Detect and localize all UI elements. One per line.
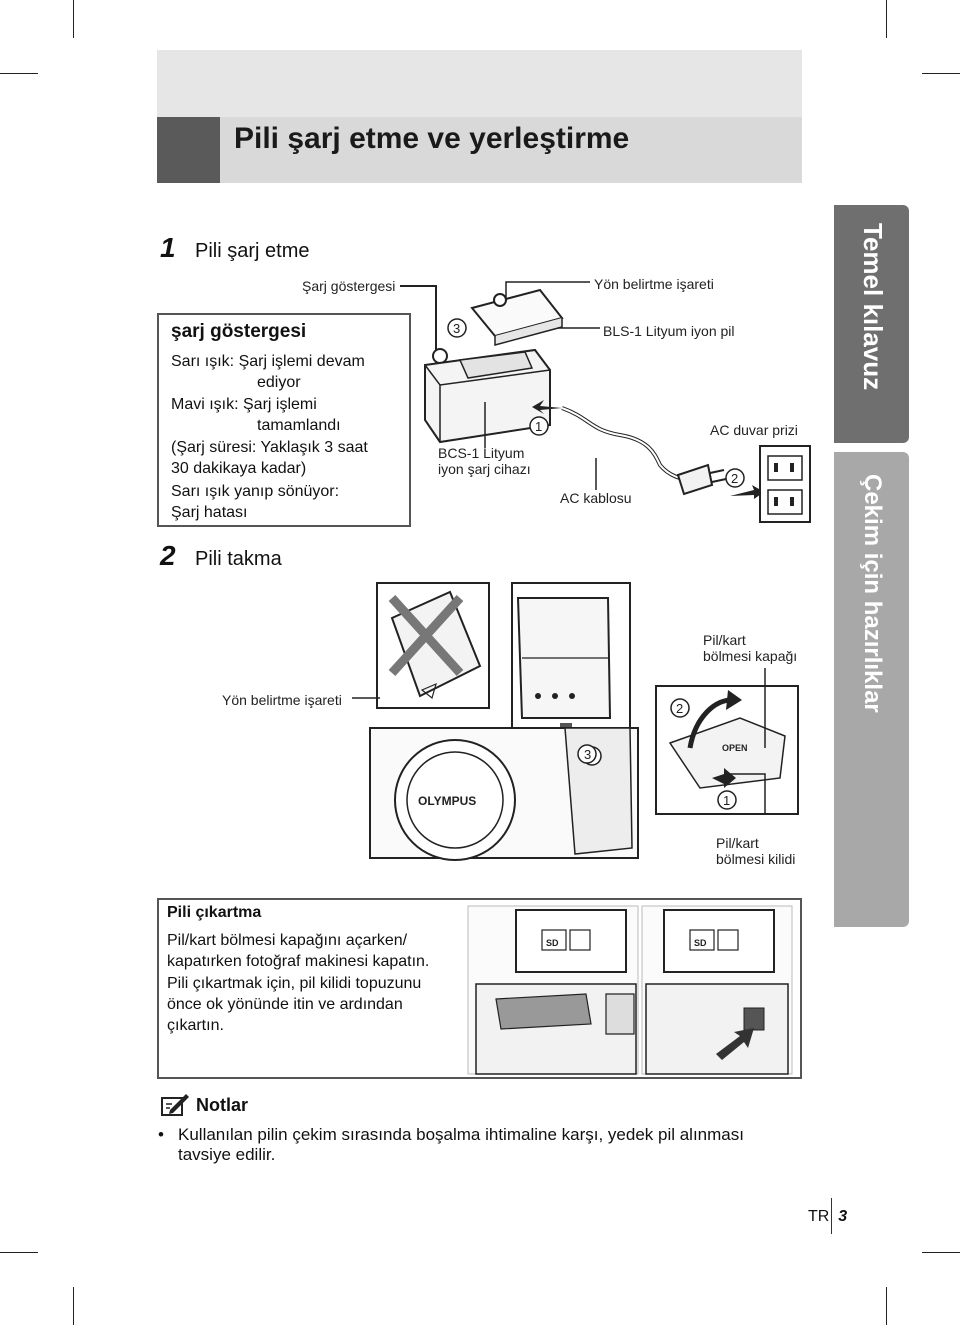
indicator-line: Sarı ışık yanıp sönüyor: <box>171 483 340 500</box>
sd-marking: SD <box>694 938 707 948</box>
title-marker <box>157 117 220 183</box>
indicator-line: 30 dakikaya kadar) <box>171 460 307 477</box>
language-code: TR <box>808 1208 830 1225</box>
battery-label: BLS-1 Lityum iyon pil <box>603 323 735 339</box>
indicator-line: Sarı ışık: Şarj işlemi devam <box>171 353 365 370</box>
charge-indicator-label: Şarj göstergesi <box>302 278 396 294</box>
tab-label: Çekim için hazırlıklar <box>859 474 886 713</box>
crop-mark <box>0 73 38 74</box>
callout-number: 2 <box>676 701 684 716</box>
crop-mark <box>886 0 887 38</box>
step-label: Pili şarj etme <box>195 240 310 262</box>
step-label: Pili takma <box>195 548 282 570</box>
callout-number: 1 <box>723 793 731 808</box>
removal-line: kapatırken fotoğraf makinesi kapatın. <box>167 953 430 970</box>
step-number: 2 <box>160 540 176 571</box>
callout-number: 2 <box>731 471 739 486</box>
crop-mark <box>922 1252 960 1253</box>
page-title: Pili şarj etme ve yerleştirme <box>234 122 630 155</box>
camera-insertion-illustration <box>352 582 799 861</box>
note-line: Kullanılan pilin çekim sırasında boşalma… <box>178 1125 744 1144</box>
brand-logo: OLYMPUS <box>418 794 477 808</box>
page-number: TR 3 <box>808 1208 847 1226</box>
callout-number: 3 <box>584 747 592 762</box>
open-marking: OPEN <box>722 743 748 753</box>
removal-line: Pili çıkartmak için, pil kilidi topuzunu <box>167 975 422 992</box>
indicator-info-box: şarj göstergesi Sarı ışık: Şarj işlemi d… <box>157 313 411 527</box>
removal-line: çıkartın. <box>167 1017 224 1034</box>
ac-cable-label: AC kablosu <box>560 490 632 506</box>
removal-line: önce ok yönünde itin ve ardından <box>167 996 403 1013</box>
indicator-line: tamamlandı <box>257 417 341 434</box>
indicator-line: Şarj hatası <box>171 504 248 521</box>
indicator-heading: şarj göstergesi <box>171 321 307 342</box>
direction-mark-label: Yön belirtme işareti <box>594 276 714 292</box>
notes-title: Notlar <box>196 1095 249 1115</box>
bullet-icon: • <box>158 1125 164 1144</box>
removal-illustration <box>467 905 793 1075</box>
crop-mark <box>922 73 960 74</box>
tab-label: Temel kılavuz <box>858 223 888 391</box>
step-number: 1 <box>160 232 176 263</box>
sd-marking: SD <box>546 938 559 948</box>
crop-mark <box>73 1287 74 1325</box>
pencil-note-icon <box>161 1094 189 1116</box>
callout-number: 1 <box>535 419 543 434</box>
tab-temel-kilavuz[interactable]: Temel kılavuz <box>834 205 909 443</box>
charger-label: iyon şarj cihazı <box>438 461 531 477</box>
lock-label: Pil/kart <box>716 835 759 851</box>
removal-heading: Pili çıkartma <box>167 904 262 921</box>
indicator-line: Mavi ışık: Şarj işlemi <box>171 396 317 413</box>
title-strip <box>220 117 802 183</box>
removal-line: Pil/kart bölmesi kapağını açarken/ <box>167 932 408 949</box>
ac-outlet-label: AC duvar prizi <box>710 422 798 438</box>
indicator-line: ediyor <box>257 374 301 391</box>
callout-number: 3 <box>453 321 461 336</box>
page-number-value: 3 <box>838 1208 848 1225</box>
battery-removal-box: Pili çıkartma Pil/kart bölmesi kapağını … <box>157 898 802 1079</box>
charger-illustration <box>400 281 811 523</box>
cover-label: bölmesi kapağı <box>703 648 798 664</box>
lock-label: bölmesi kilidi <box>716 851 796 867</box>
charger-label: BCS-1 Lityum <box>438 445 525 461</box>
cover-label: Pil/kart <box>703 632 746 648</box>
crop-mark <box>0 1252 38 1253</box>
tab-cekim-hazirliklar[interactable]: Çekim için hazırlıklar <box>834 452 909 927</box>
direction-mark-label: Yön belirtme işareti <box>222 692 342 708</box>
page-number-divider <box>831 1198 832 1234</box>
crop-mark <box>73 0 74 38</box>
note-line: tavsiye edilir. <box>178 1145 276 1164</box>
indicator-line: (Şarj süresi: Yaklaşık 3 saat <box>171 439 368 456</box>
crop-mark <box>886 1287 887 1325</box>
